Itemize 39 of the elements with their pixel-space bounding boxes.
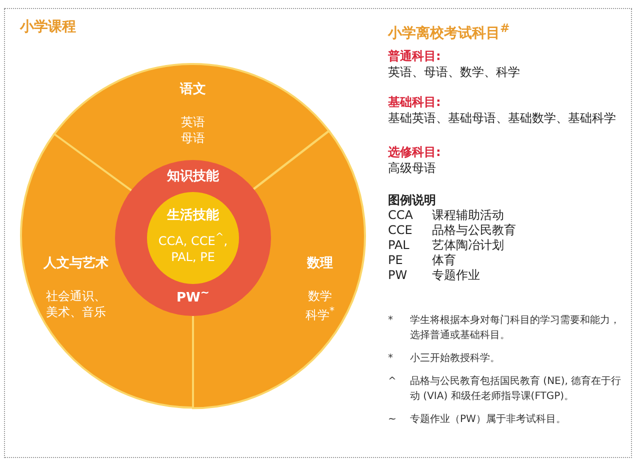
abbreviation-meaning: 体育 bbox=[432, 252, 457, 268]
abbreviation-meaning: 艺体陶冶计划 bbox=[432, 238, 505, 253]
category-heading: 普通科目: bbox=[388, 48, 442, 64]
abbreviation-meaning: 品格与公民教育 bbox=[432, 222, 517, 238]
abbreviation: PAL bbox=[388, 238, 410, 253]
footnote-text: 小三开始教授科学。 bbox=[410, 352, 501, 366]
abbreviation-meaning: 课程辅助活动 bbox=[432, 208, 504, 223]
footnote-mark: * bbox=[388, 352, 394, 366]
footnote-mark: ^ bbox=[388, 374, 398, 389]
sector-subject: 社会通识、美术、音乐 bbox=[45, 288, 107, 320]
legend-heading: 图例说明 bbox=[388, 192, 437, 208]
core-title: 生活技能 bbox=[167, 207, 219, 224]
abbreviation-meaning: 专题作业 bbox=[432, 268, 481, 283]
section-heading: 小学离校考试科目$^{#}$ bbox=[388, 20, 511, 42]
sector-title: 语文 bbox=[180, 80, 206, 98]
footnote-mark: ~ bbox=[388, 412, 398, 427]
ring-title: 知识技能 bbox=[167, 168, 219, 185]
sector-title: 人文与艺术 bbox=[44, 254, 108, 272]
core-items: CCA, CCE$^{^}$, PAL, PE bbox=[157, 231, 229, 265]
sector-subject: 数学 bbox=[308, 288, 332, 304]
sector-title: 数理 bbox=[307, 254, 333, 272]
sector-subject: 英语 bbox=[180, 114, 205, 130]
abbreviation: PE bbox=[388, 252, 404, 268]
abbreviation: CCA bbox=[388, 208, 414, 223]
subject-list: 英语、母语、数学、科学 bbox=[388, 64, 624, 80]
sector-subject: 科学$^{*}$ bbox=[306, 304, 334, 323]
sector-subject: 母语 bbox=[180, 130, 205, 146]
subject-list: 基础英语、基础母语、基础数学、基础科学 bbox=[388, 110, 624, 126]
footnote-mark: * bbox=[388, 314, 394, 328]
category-heading: 选修科目: bbox=[388, 144, 442, 160]
category-heading: 基础科目: bbox=[388, 94, 442, 110]
footnote-text: 学生将根据本身对每门科目的学习需要和能力，选择普通或基础科目。 bbox=[410, 314, 621, 343]
diagram-title: 小学课程 bbox=[20, 18, 76, 36]
subject-list: 高级母语 bbox=[388, 160, 624, 176]
ring-item: PW$^{~}$ bbox=[176, 286, 210, 306]
footnote-text: 专题作业（PW）属于非考试科目。 bbox=[410, 412, 567, 427]
footnote-text: 品格与公民教育包括国民教育 (NE), 德育在于行动 (VIA) 和级任老师指导课(FTGP)。 bbox=[410, 374, 622, 404]
abbreviation: CCE bbox=[388, 222, 414, 238]
abbreviation: PW bbox=[388, 268, 408, 283]
